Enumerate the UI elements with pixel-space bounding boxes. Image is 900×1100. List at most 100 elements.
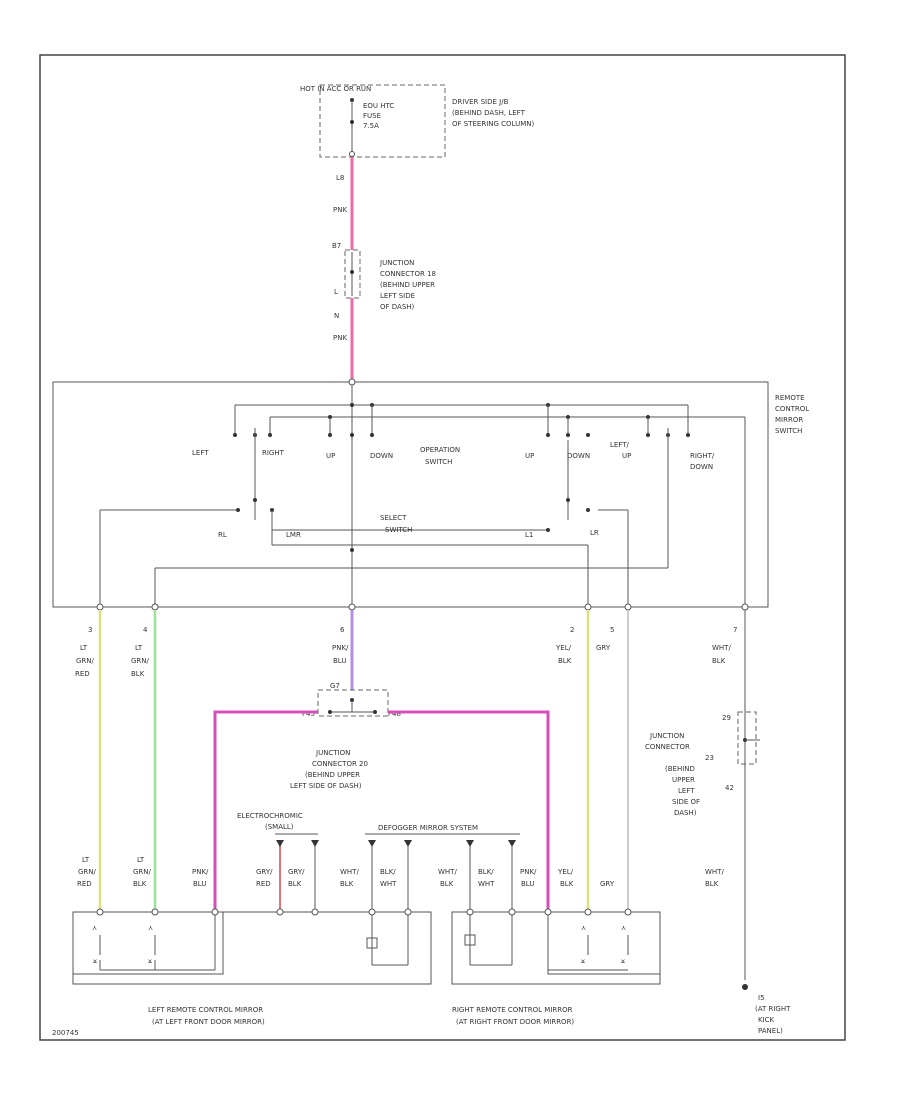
fuse-label-3: 7.5A xyxy=(363,122,379,130)
jc23-label-1: JUNCTION xyxy=(649,732,684,740)
op-up: UP xyxy=(326,452,335,460)
jc23-label-3: 23 xyxy=(705,754,714,762)
op-right-down-2: DOWN xyxy=(690,463,713,471)
pin4-c3: BLK xyxy=(131,670,145,678)
driver-jb-label-1: DRIVER SIDE J/B xyxy=(452,98,509,106)
select-lr: LR xyxy=(590,529,599,537)
bw2-c1: LT xyxy=(137,856,145,864)
right-motor-coil-1: ⨲ xyxy=(581,957,585,965)
pin3-c1: LT xyxy=(80,644,88,652)
jc23-pin-top: 29 xyxy=(722,714,731,722)
wire-mid-color: PNK xyxy=(333,334,347,342)
jc18-pin-bot: L xyxy=(334,288,338,296)
bw12-c1: GRY xyxy=(600,880,615,888)
right-mirror-label-2: (AT RIGHT FRONT DOOR MIRROR) xyxy=(456,1018,574,1026)
electrochromic-label-1: ELECTROCHROMIC xyxy=(237,812,303,820)
driver-jb-label-3: OF STEERING COLUMN) xyxy=(452,120,534,128)
jc23-label-2: CONNECTOR xyxy=(645,743,690,751)
jc20-label-4: LEFT SIDE OF DASH) xyxy=(290,782,362,790)
junction-connector-20: G7 F45 F48 JUNCTION CONNECTOR 20 (BEHIND… xyxy=(290,682,401,790)
jc18-pin-top: B7 xyxy=(332,242,341,250)
right-motor-2-icon: ⋏ xyxy=(621,924,626,932)
diagram-frame xyxy=(39,54,846,1041)
select-title-2: SWITCH xyxy=(385,526,412,534)
bw6-c2: BLK xyxy=(340,880,354,888)
driver-side-junction-block: HOT IN ACC OR RUN EOU HTC FUSE 7.5A DRIV… xyxy=(300,84,534,158)
pin3-num: 3 xyxy=(88,626,92,634)
wire-mid-pin: N xyxy=(334,312,339,320)
fuse-label-1: EOU HTC xyxy=(363,102,394,110)
jc20-pin-left: F45 xyxy=(302,710,315,718)
op-right: RIGHT xyxy=(262,449,285,457)
pin2-c2: BLK xyxy=(558,657,572,665)
jc23-label-6: LEFT xyxy=(678,787,695,795)
jc20-label-3: (BEHIND UPPER xyxy=(305,771,360,779)
bw2-c3: BLK xyxy=(133,880,147,888)
bw11-c1: YEL/ xyxy=(557,868,574,876)
jc23-label-7: SIDE OF xyxy=(672,798,700,806)
jc20-label-1: JUNCTION xyxy=(315,749,350,757)
bw7-c2: WHT xyxy=(380,880,397,888)
pin6-c1: PNK/ xyxy=(332,644,349,652)
bw4-c2: RED xyxy=(256,880,271,888)
op-title-2: SWITCH xyxy=(425,458,452,466)
jc23-label-4: (BEHIND xyxy=(665,765,695,773)
jc18-label-1: JUNCTION xyxy=(379,259,414,267)
bw5-c1: GRY/ xyxy=(288,868,305,876)
op-left-up-2: UP xyxy=(622,452,631,460)
pin6-num: 6 xyxy=(340,626,345,634)
left-motor-coil-2: ⨲ xyxy=(148,957,152,965)
pin2-num: 2 xyxy=(570,626,574,634)
op-left-up-1: LEFT/ xyxy=(610,441,630,449)
select-right-pos: L1 xyxy=(525,531,533,539)
ground-label-4: PANEL) xyxy=(758,1027,783,1035)
rcm-switch-label-1: REMOTE xyxy=(775,394,805,402)
left-motor-2-icon: ⋏ xyxy=(148,924,153,932)
pin5-num: 5 xyxy=(610,626,614,634)
right-motor-coil-2: ⨲ xyxy=(621,957,625,965)
left-defogger-heater-icon xyxy=(366,937,378,949)
left-remote-control-mirror: ⋏ ⋏ ⨲ ⨲ LEFT REMOTE CONTROL MIRROR (AT L… xyxy=(72,908,432,1026)
op-up-2: UP xyxy=(525,452,534,460)
bw7-c1: BLK/ xyxy=(380,868,396,876)
jc20-pin-right: F48 xyxy=(388,710,401,718)
rcm-switch-label-4: SWITCH xyxy=(775,427,802,435)
jc23-label-8: DASH) xyxy=(674,809,697,817)
fuse-label-2: FUSE xyxy=(363,112,381,120)
right-mirror-label-1: RIGHT REMOTE CONTROL MIRROR xyxy=(452,1006,573,1014)
pin4-c1: LT xyxy=(135,644,143,652)
pin7-c2: BLK xyxy=(712,657,726,665)
jc18-label-2: CONNECTOR 18 xyxy=(380,270,436,278)
ground-label-1: I5 xyxy=(758,994,765,1002)
bw1-c1: LT xyxy=(82,856,90,864)
junction-connector-23: 29 42 JUNCTION CONNECTOR 23 (BEHIND UPPE… xyxy=(645,711,760,980)
bw8-c1: WHT/ xyxy=(438,868,457,876)
pin4-num: 4 xyxy=(143,626,148,634)
bw8-c2: BLK xyxy=(440,880,454,888)
bw10-c2: BLU xyxy=(521,880,534,888)
jc18-label-4: LEFT SIDE xyxy=(380,292,415,300)
left-motor-1-icon: ⋏ xyxy=(92,924,97,932)
bw10-c1: PNK/ xyxy=(520,868,537,876)
select-rl: RL xyxy=(218,531,227,539)
wire-top-pin: L8 xyxy=(336,174,344,182)
ground-i5: I5 (AT RIGHT KICK PANEL) xyxy=(742,984,791,1035)
bw6-c1: WHT/ xyxy=(340,868,359,876)
hot-label: HOT IN ACC OR RUN xyxy=(300,85,371,93)
select-left-pos: LMR xyxy=(286,531,301,539)
op-title-1: OPERATION xyxy=(420,446,460,454)
remote-control-mirror-switch: REMOTE CONTROL MIRROR SWITCH xyxy=(52,378,809,611)
ground-icon xyxy=(742,984,748,990)
left-mirror-label-1: LEFT REMOTE CONTROL MIRROR xyxy=(148,1006,263,1014)
op-down: DOWN xyxy=(370,452,393,460)
bw5-c2: BLK xyxy=(288,880,302,888)
select-title-1: SELECT xyxy=(380,514,407,522)
footer-code: 200745 xyxy=(52,1029,79,1037)
pnk-blu-left-branch xyxy=(213,710,318,910)
ground-label-3: KICK xyxy=(758,1016,775,1024)
bw3-c1: PNK/ xyxy=(192,868,209,876)
electrochromic-group: ELECTROCHROMIC (SMALL) xyxy=(237,812,319,910)
bw1-c3: RED xyxy=(77,880,92,888)
rcm-switch-label-3: MIRROR xyxy=(775,416,803,424)
